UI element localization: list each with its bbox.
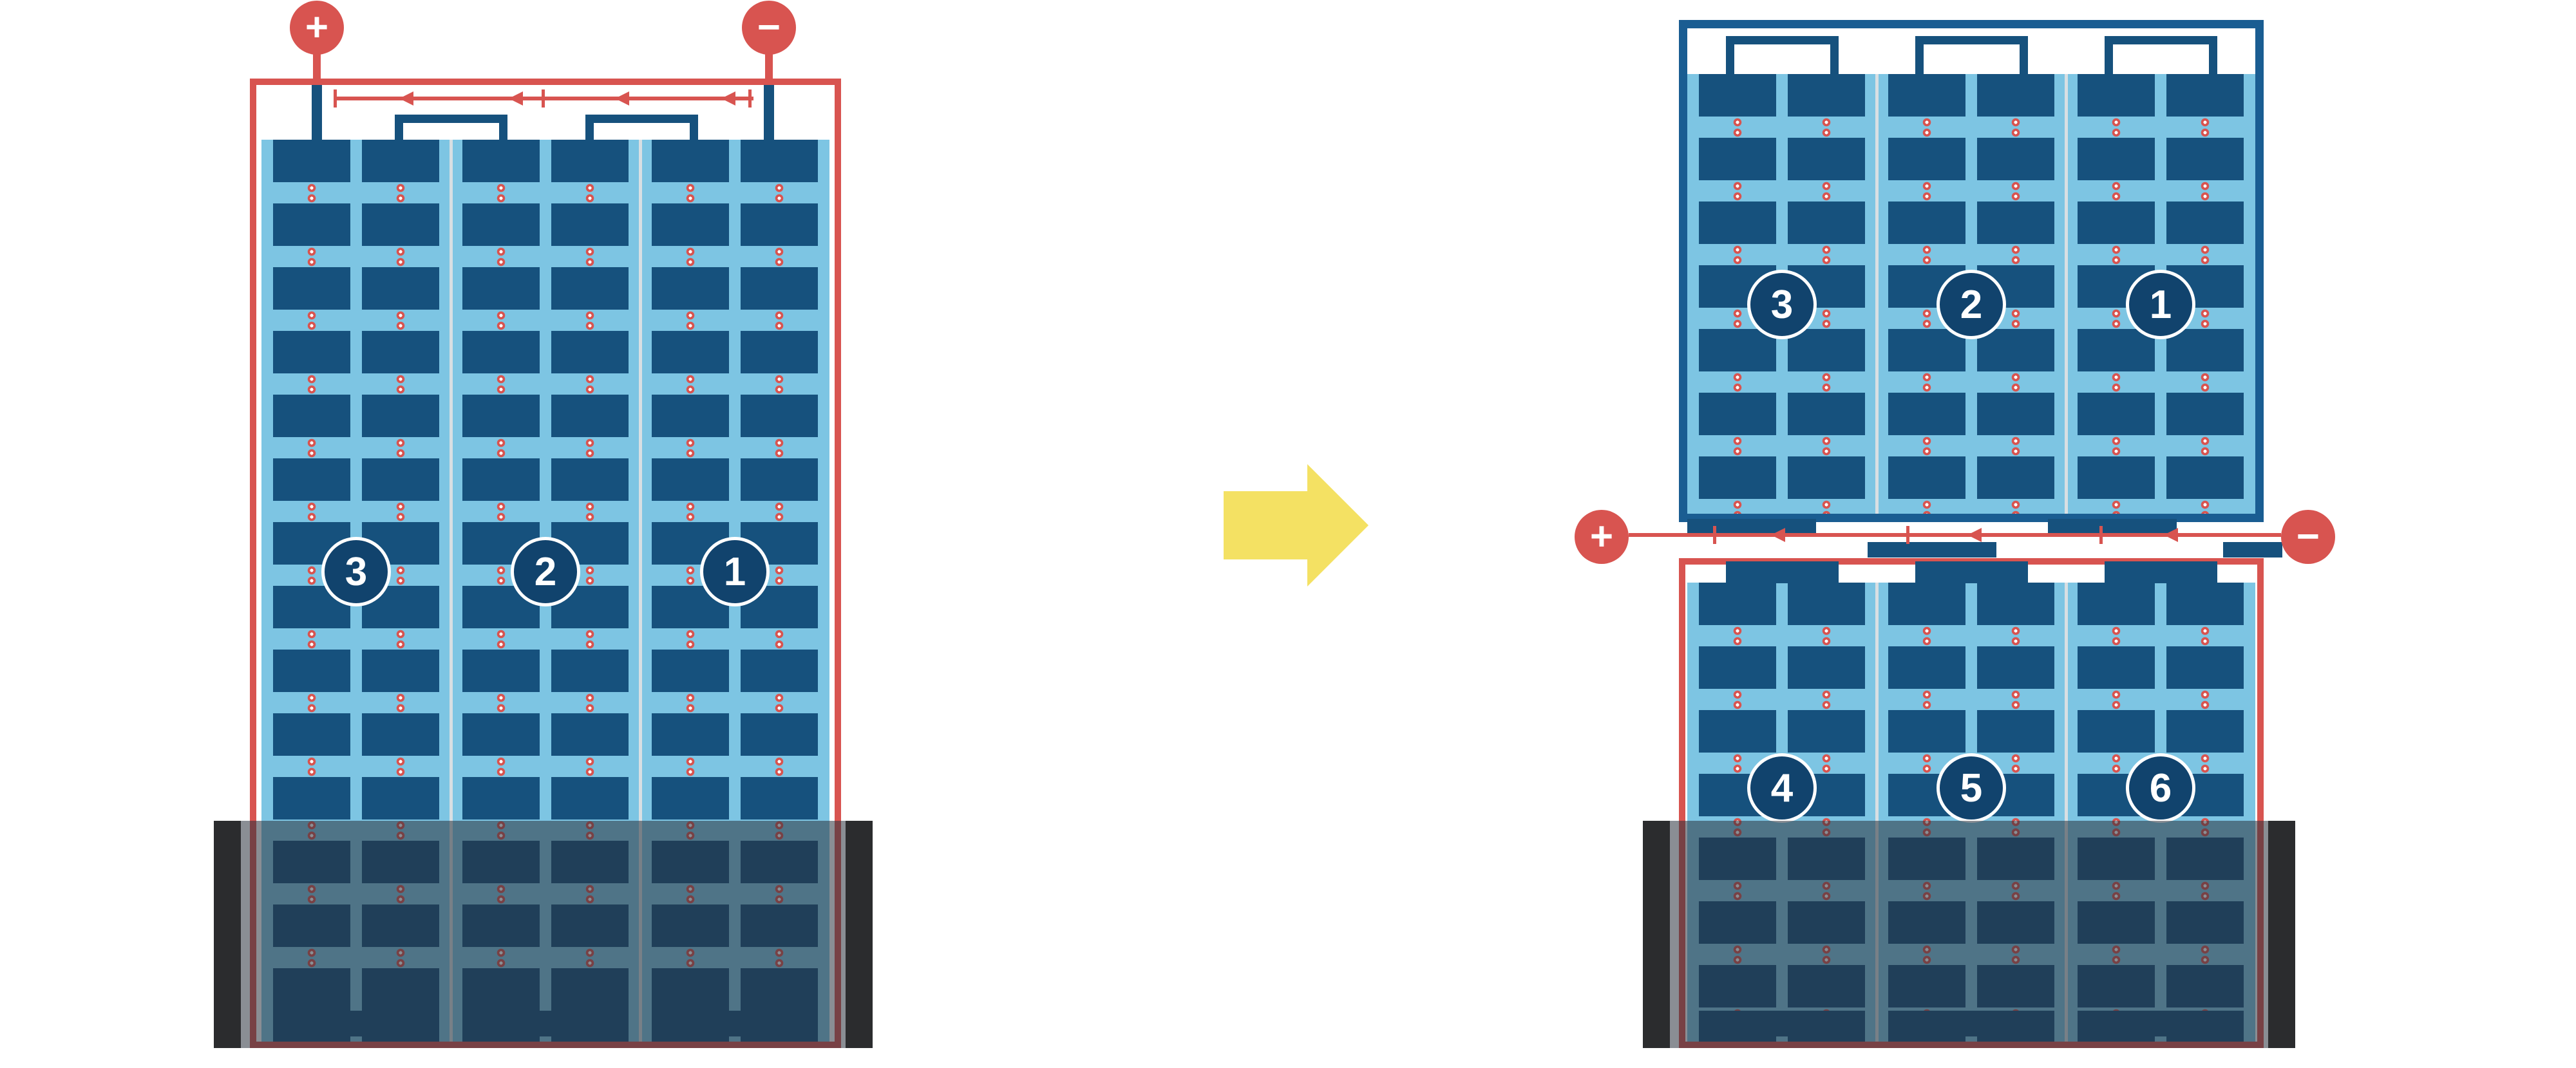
string-number-badge: 3 — [321, 537, 391, 606]
plus-icon: + — [305, 5, 329, 50]
busbar-drop — [764, 85, 774, 175]
current-direction-arrow-icon — [1967, 528, 1982, 542]
shade-overlay — [1643, 821, 2295, 1048]
string-number-label: 4 — [1770, 765, 1794, 810]
string-number-badge: 2 — [1937, 270, 2006, 339]
plus-terminal: + — [290, 1, 344, 55]
string-top-connector — [1915, 36, 2028, 75]
arrow-head-icon — [1307, 464, 1368, 586]
string-separator — [2065, 74, 2068, 514]
string-number-badge: 6 — [2126, 753, 2195, 823]
string-top-busbar — [1726, 561, 1839, 583]
plus-icon: + — [1589, 514, 1614, 559]
string-number-label: 2 — [534, 549, 557, 594]
string-bridge-connector — [585, 115, 698, 142]
wire-tick — [334, 89, 337, 108]
string-number-label: 3 — [1770, 282, 1794, 327]
string-separator — [1875, 74, 1879, 514]
interconnect-busbar — [1868, 542, 1996, 557]
string-top-busbar — [1915, 561, 2028, 583]
minus-icon: − — [2296, 514, 2320, 559]
current-direction-arrow-icon — [509, 91, 523, 106]
string-top-connector — [1726, 36, 1839, 75]
current-direction-arrow-icon — [615, 91, 629, 106]
wire-tick — [2099, 526, 2103, 544]
string-number-label: 2 — [1960, 282, 1983, 327]
string-separator — [2065, 583, 2068, 1042]
string-number-badge: 1 — [700, 537, 770, 606]
string-separator — [639, 140, 642, 1042]
wire-tick — [748, 89, 752, 108]
string-number-badge: 1 — [2126, 270, 2195, 339]
arrow-body — [1224, 491, 1307, 559]
string-number-badge: 3 — [1747, 270, 1817, 339]
string-number-badge: 5 — [1937, 753, 2006, 823]
interconnect-busbar — [1687, 519, 1816, 534]
shade-edge-bar — [846, 821, 873, 1048]
busbar-drop — [312, 85, 322, 175]
current-flow-wire — [1629, 533, 2281, 537]
current-direction-arrow-icon — [2164, 528, 2178, 542]
current-direction-arrow-icon — [721, 91, 735, 106]
plus-lead-wire — [313, 53, 321, 80]
minus-lead-wire — [765, 53, 773, 80]
plus-terminal: + — [1575, 510, 1629, 564]
current-direction-arrow-icon — [1771, 528, 1785, 542]
interconnect-busbar — [2048, 519, 2177, 534]
shade-overlay — [214, 821, 873, 1048]
string-top-connector — [2105, 36, 2217, 75]
interconnect-busbar — [2223, 542, 2282, 557]
string-number-label: 5 — [1960, 765, 1983, 810]
string-number-label: 3 — [345, 549, 368, 594]
string-top-busbar — [2105, 561, 2217, 583]
wire-tick — [542, 89, 545, 108]
minus-terminal: − — [2281, 510, 2335, 564]
shade-edge-bar — [214, 821, 241, 1048]
minus-terminal: − — [742, 1, 796, 55]
string-number-label: 6 — [2149, 765, 2172, 810]
shade-edge-bar — [1643, 821, 1670, 1048]
string-number-badge: 4 — [1747, 753, 1817, 823]
minus-icon: − — [757, 5, 781, 50]
string-separator — [1875, 583, 1879, 1042]
string-number-label: 1 — [2149, 282, 2172, 327]
current-direction-arrow-icon — [399, 91, 413, 106]
shade-edge-bar — [2268, 821, 2295, 1048]
string-number-label: 1 — [723, 549, 746, 594]
string-bridge-connector — [395, 115, 507, 142]
string-number-badge: 2 — [511, 537, 580, 606]
string-separator — [450, 140, 453, 1042]
wire-tick — [1906, 526, 1909, 544]
wire-tick — [1713, 526, 1716, 544]
